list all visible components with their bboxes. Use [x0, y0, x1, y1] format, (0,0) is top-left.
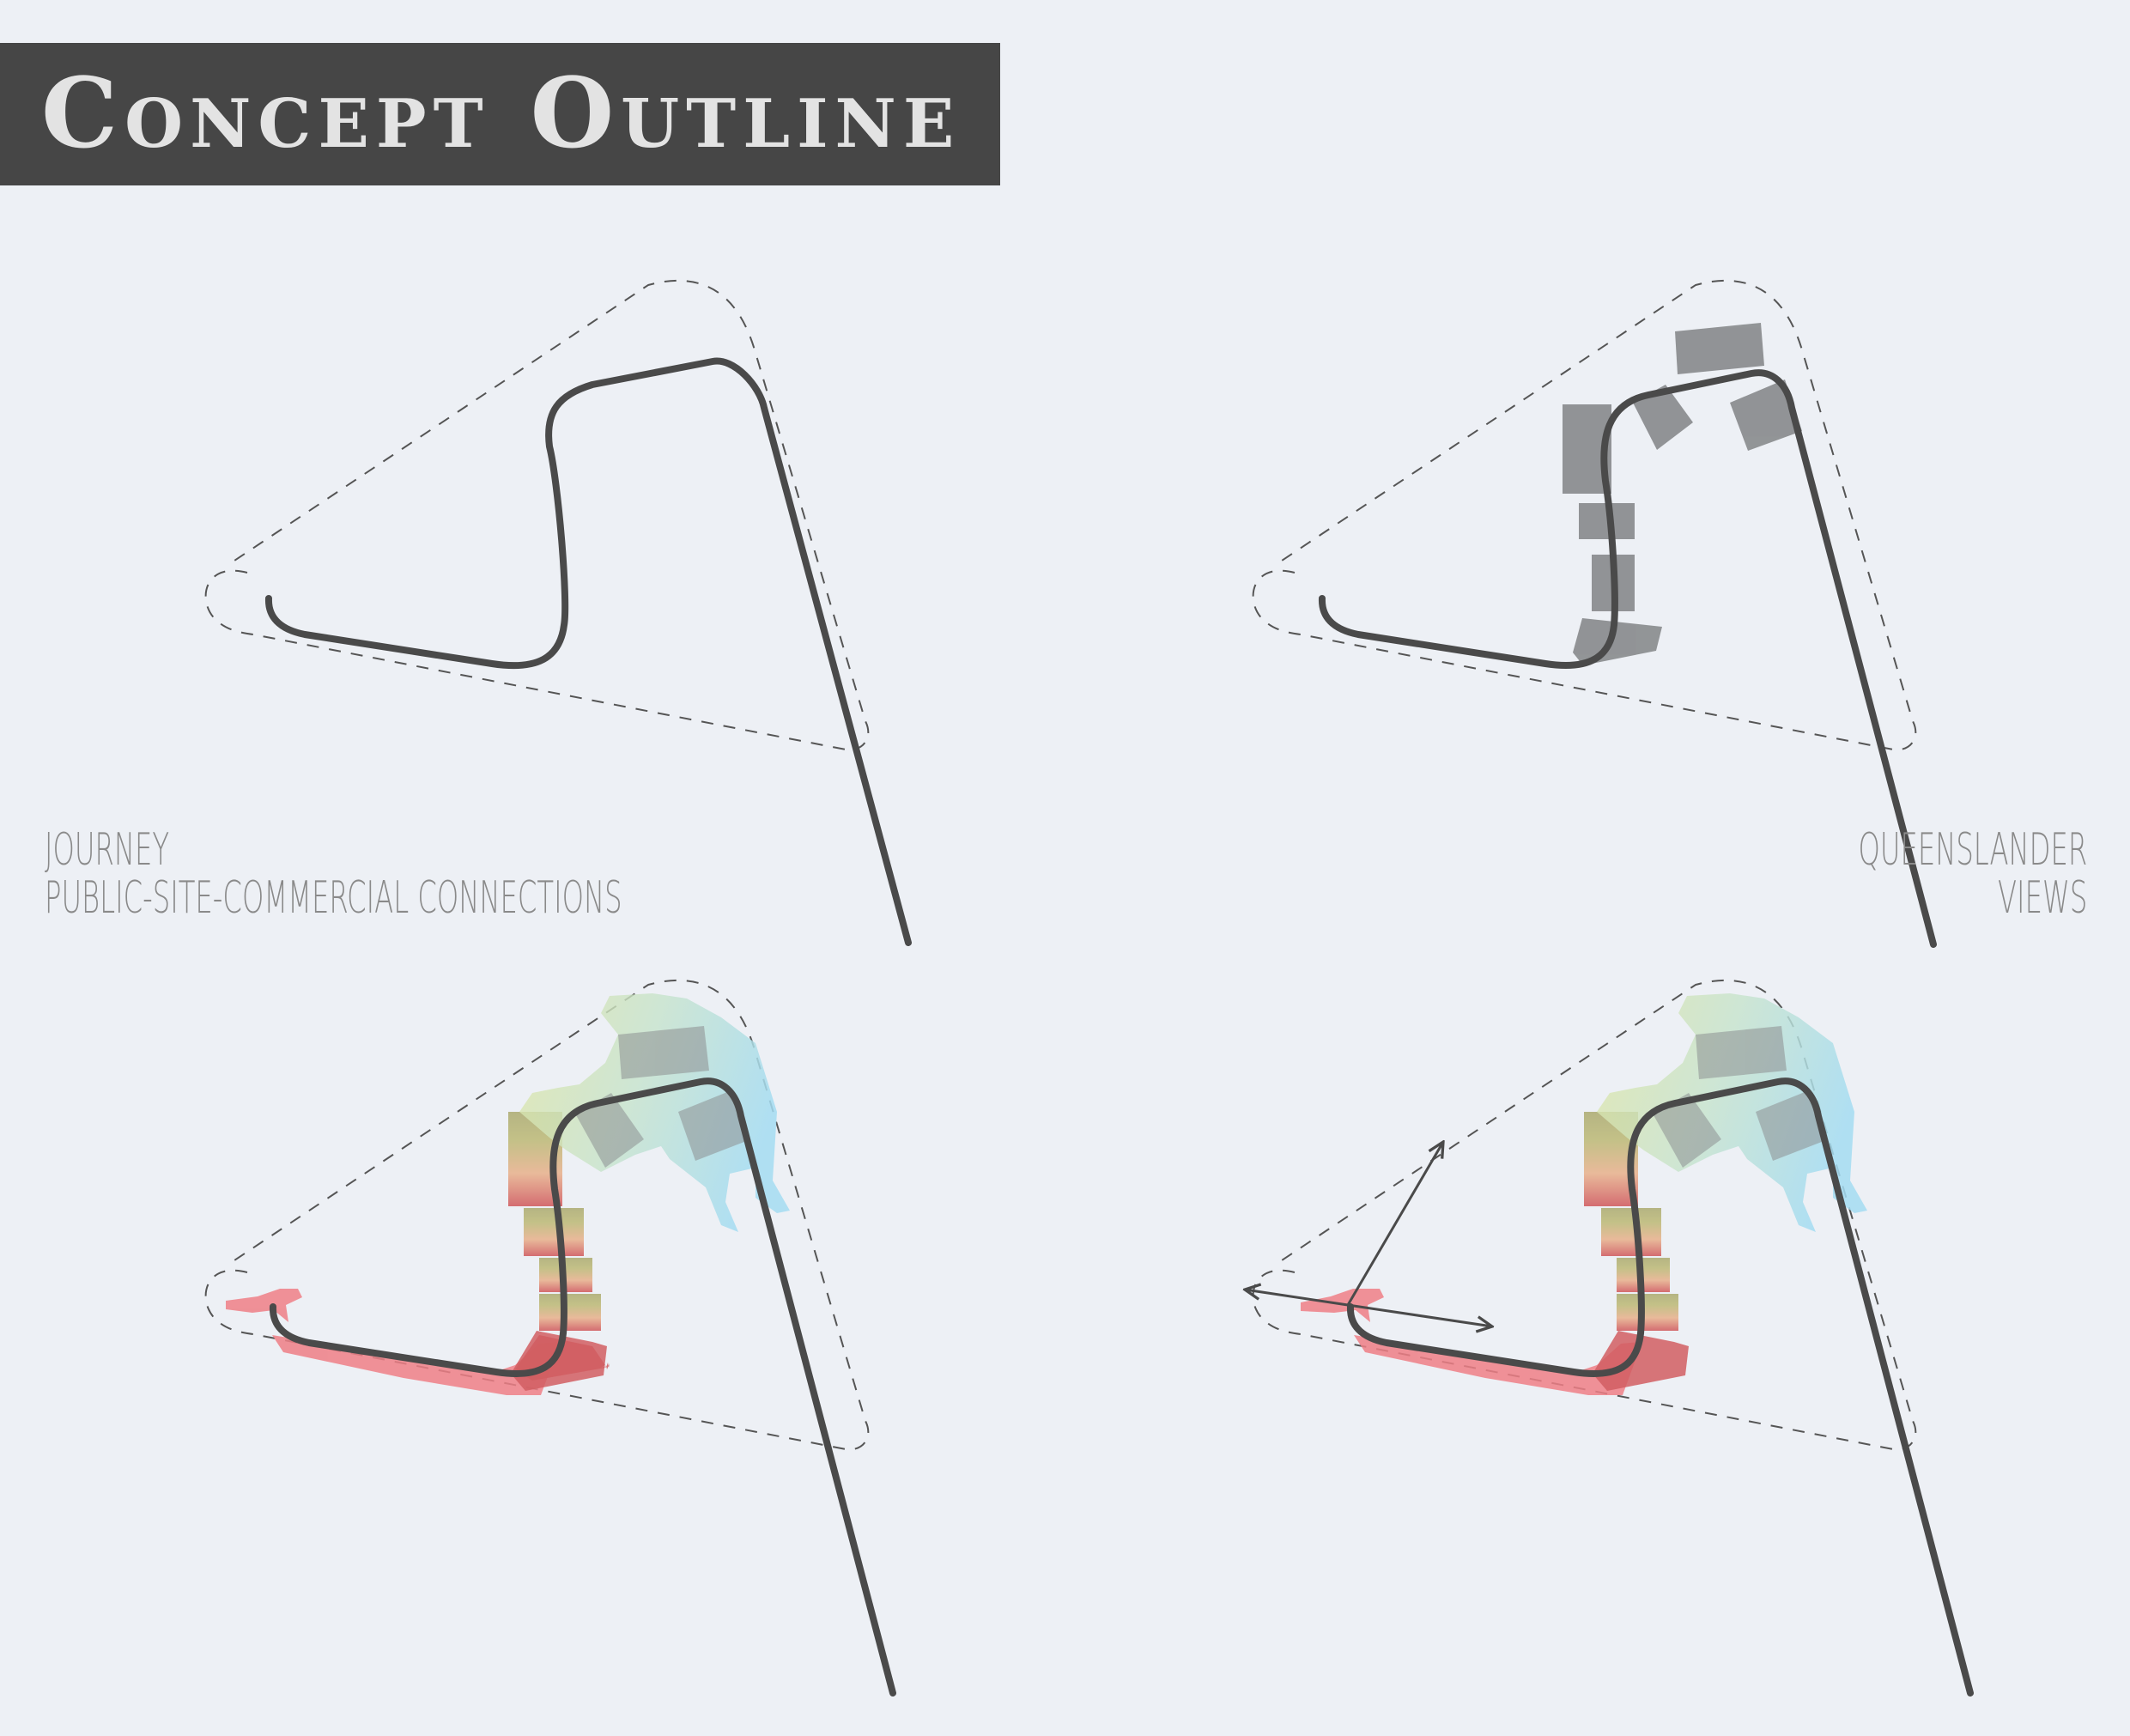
public-zone-plaza-main — [511, 1331, 607, 1391]
block-north-middle — [1633, 385, 1693, 450]
diagram-connections — [204, 979, 896, 1697]
commercial-zone — [519, 993, 790, 1232]
site-boundary — [204, 979, 870, 1451]
block-north-middle — [1653, 1093, 1721, 1168]
page-title: Concept Outline — [41, 58, 962, 170]
block-north — [1675, 323, 1764, 374]
view-arrow-east — [1347, 1303, 1492, 1326]
view-arrows — [1245, 1142, 1492, 1326]
site-boundary — [1252, 279, 1917, 751]
site-boundary — [1252, 979, 1917, 1451]
diagram-queenslander — [1252, 279, 1937, 948]
block-north — [618, 1026, 709, 1079]
view-arrow-north — [1346, 1142, 1443, 1306]
block-west-tall — [1563, 404, 1611, 494]
diagram-journey — [204, 279, 912, 946]
public-zone — [226, 1289, 560, 1395]
block-southwest — [1573, 618, 1662, 665]
commercial-zone — [1597, 993, 1867, 1232]
site-boundary — [204, 279, 870, 751]
journey-path — [264, 357, 912, 946]
block-northeast — [1756, 1090, 1826, 1161]
block-northeast — [1730, 379, 1802, 451]
journey-path — [1346, 1077, 1974, 1697]
caption-journey: JOURNEY PUBLIC-SITE-COMMERCIAL CONNECTIO… — [45, 826, 622, 922]
diagram-views — [1065, 979, 1974, 1697]
journey-path — [1318, 369, 1937, 948]
caption-journey-subtitle: PUBLIC-SITE-COMMERCIAL CONNECTIONS — [45, 872, 622, 924]
block-west-mid — [1579, 503, 1635, 539]
caption-queenslander-subtitle: VIEWS — [1997, 872, 2087, 924]
block-north — [1696, 1026, 1787, 1079]
block-northeast — [678, 1090, 749, 1161]
public-zone-plaza-main — [1593, 1331, 1689, 1391]
caption-journey-title: JOURNEY — [45, 824, 170, 876]
title-banner: Concept Outline — [0, 43, 1000, 185]
caption-queenslander-title: QUEENSLANDER — [1858, 824, 2087, 876]
block-north-middle — [575, 1093, 644, 1168]
caption-queenslander: QUEENSLANDER VIEWS — [1858, 826, 2087, 922]
view-arrow-west — [1245, 1290, 1349, 1307]
journey-path — [269, 1077, 896, 1697]
